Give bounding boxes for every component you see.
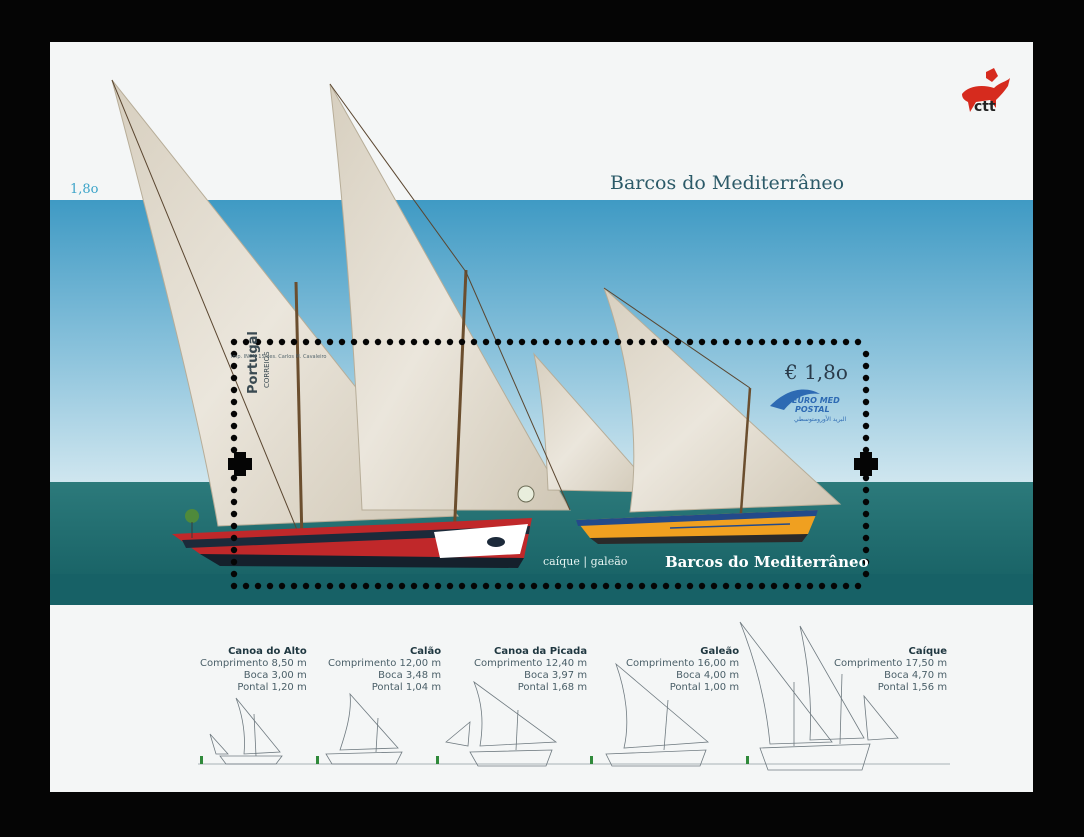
scale-figures <box>200 756 749 764</box>
caique-sails <box>111 79 658 543</box>
canoa-da-picada-drawing <box>445 680 558 767</box>
sheet-face-value: 1,8o <box>70 182 99 197</box>
canoa-do-alto-drawing <box>209 697 283 765</box>
spec-block-calao: Calão Comprimento 12,00 m Boca 3,48 m Po… <box>328 646 441 694</box>
euromed-logo-line-1: EURO MED <box>792 396 840 405</box>
spec-line: Comprimento 12,40 m <box>474 658 588 669</box>
spec-line: Comprimento 16,00 m <box>626 658 740 669</box>
right-cross-perforation <box>854 452 878 476</box>
euromed-logo-icon <box>770 389 820 410</box>
spec-name: Galeão <box>700 646 740 657</box>
stamp-face-value: € 1,8o <box>785 360 848 384</box>
spec-line: Boca 4,70 m <box>884 670 948 681</box>
spec-name: Canoa do Alto <box>228 646 307 657</box>
sheet-title: Barcos do Mediterrâneo <box>610 172 845 194</box>
souvenir-sheet: Barcos do Mediterrâneo 1,8o ctt € 1,8o B… <box>50 42 1033 792</box>
horse-rider-icon <box>962 68 1010 112</box>
spec-name: Canoa da Picada <box>494 646 588 657</box>
spec-line: Pontal 1,56 m <box>877 682 948 693</box>
spec-block-caique: Caíque Comprimento 17,50 m Boca 4,70 m P… <box>834 646 947 694</box>
galeao-hull <box>576 510 818 544</box>
stamp-country: Portugal <box>246 331 261 394</box>
spec-name: Calão <box>409 646 442 657</box>
spec-block-canoa-da-picada: Canoa da Picada Comprimento 12,40 m Boca… <box>474 646 587 694</box>
ctt-logo-text: ctt <box>974 99 996 115</box>
left-cross-perforation <box>228 452 252 476</box>
euromed-logo-line-3: البريد الأورومتوسطي <box>794 416 847 423</box>
spec-block-galeao: Galeão Comprimento 16,00 m Boca 4,00 m P… <box>626 646 739 694</box>
spec-line: Boca 3,97 m <box>524 670 588 681</box>
spec-block-canoa-do-alto: Canoa do Alto Comprimento 8,50 m Boca 3,… <box>200 646 307 694</box>
stamp-imprint: Imp. INCM 15 des. Carlos M. Cavaleiro <box>231 354 327 360</box>
spec-name: Caíque <box>908 646 948 657</box>
spec-line: Pontal 1,00 m <box>669 682 740 693</box>
euromed-logo-line-2: POSTAL <box>795 405 830 414</box>
stamp-perforations <box>228 338 878 590</box>
spec-line: Comprimento 17,50 m <box>834 658 948 669</box>
galeao-drawing <box>605 662 710 767</box>
sheet-artwork <box>50 68 1033 771</box>
spec-line: Boca 4,00 m <box>676 670 740 681</box>
spec-line: Pontal 1,68 m <box>517 682 588 693</box>
spec-line: Boca 3,00 m <box>243 670 307 681</box>
calao-drawing <box>325 692 403 765</box>
spec-line: Pontal 1,20 m <box>237 682 307 693</box>
caique-hull <box>172 485 535 568</box>
stamp-title: Barcos do Mediterrâneo <box>665 553 869 571</box>
spec-line: Pontal 1,04 m <box>371 682 442 693</box>
galeao-sail <box>603 287 842 527</box>
stamp-caption: caíque | galeão <box>543 555 628 568</box>
spec-line: Comprimento 8,50 m <box>200 658 307 669</box>
spec-line: Comprimento 12,00 m <box>328 658 442 669</box>
caique-drawing <box>739 621 899 771</box>
spec-line: Boca 3,48 m <box>378 670 442 681</box>
